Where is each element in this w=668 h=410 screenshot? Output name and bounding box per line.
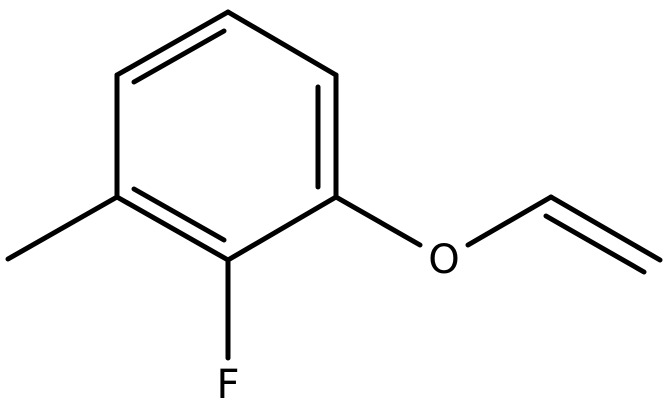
fluorine-atom-label: F	[216, 362, 239, 408]
ring-bond-c6-c1	[114, 9, 231, 78]
methyl-bond	[5, 194, 120, 262]
vinyl-double-bond-inner	[543, 213, 647, 275]
ring-bond-c4-c5	[114, 194, 231, 263]
ring-bond-c3-c4	[225, 194, 339, 263]
oxygen-atom-label: O	[428, 237, 459, 283]
aryl-oxygen-bond	[333, 194, 423, 248]
ring-inner-bond-bottom	[131, 186, 227, 243]
ring-inner-bond-top	[131, 28, 227, 85]
ring-bond-c1-c2	[225, 9, 339, 78]
oxygen-vinyl-bond	[465, 194, 554, 248]
vinyl-double-bond-outer	[548, 194, 663, 263]
